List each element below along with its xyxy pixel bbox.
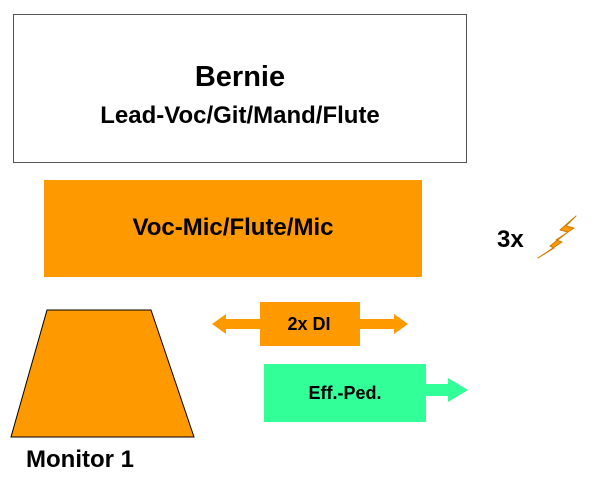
microphone-box: Voc-Mic/Flute/Mic [44,180,422,277]
di-label: 2x DI [287,314,331,334]
power-multiplier: 3x [497,226,524,253]
di-double-arrow [212,302,408,346]
performer-name: Bernie [194,61,286,93]
effects-pedal-label: Eff.-Ped. [308,383,382,403]
effects-pedal-arrow [264,364,468,422]
monitor-wedge [10,309,195,438]
performer-box: Bernie Lead-Voc/Git/Mand/Flute [13,14,467,163]
lightning-bolt-icon [537,215,577,259]
performer-roles: Lead-Voc/Git/Mand/Flute [100,102,380,129]
microphone-label: Voc-Mic/Flute/Mic [132,214,334,241]
monitor-label: Monitor 1 [26,446,134,473]
